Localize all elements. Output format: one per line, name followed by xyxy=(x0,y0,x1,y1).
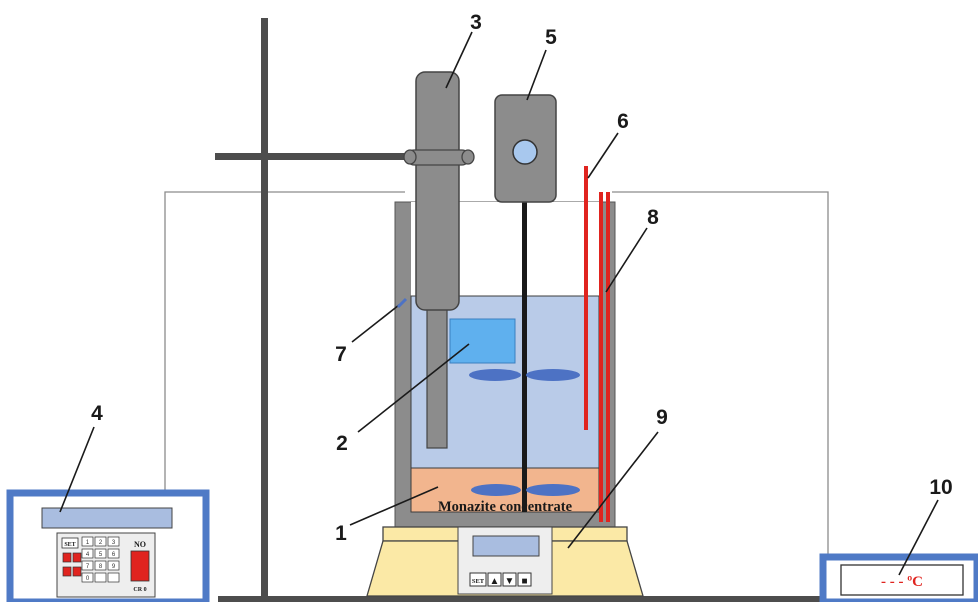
impeller-lower-right xyxy=(526,484,580,496)
leader-3 xyxy=(445,31,473,89)
controller-key-label: 5 xyxy=(99,552,103,558)
controller-key-label: 8 xyxy=(99,564,103,570)
clamp-knob-right xyxy=(461,149,475,165)
leader-6 xyxy=(587,132,619,179)
controller-set-label: SET xyxy=(64,542,75,548)
controller-number-keys: 1 2 3 4 5 6 7 8 9 0 xyxy=(81,536,120,583)
label-4: 4 xyxy=(91,402,103,425)
controller-key[interactable] xyxy=(81,536,94,547)
leader-5 xyxy=(526,49,547,101)
controller-key-label: 4 xyxy=(86,552,90,558)
hotplate-up-button[interactable] xyxy=(487,572,502,587)
impeller-upper-left xyxy=(469,369,521,381)
hotplate-stop-icon: ■ xyxy=(521,576,527,587)
controller-key-label: 6 xyxy=(112,552,116,558)
label-5: 5 xyxy=(545,26,557,49)
leader-4 xyxy=(59,426,95,513)
label-7: 7 xyxy=(335,343,347,366)
hotplate: SET ▲ ▼ ■ xyxy=(366,526,644,597)
number-labels: 3 5 6 8 7 2 4 1 9 10 xyxy=(91,11,953,545)
stirrer-shaft xyxy=(522,200,527,512)
controller-key-label: 1 xyxy=(86,540,90,546)
probe-stem xyxy=(426,304,448,449)
controller-key-label: 0 xyxy=(86,576,90,582)
label-10: 10 xyxy=(929,476,952,499)
temperature-sensors xyxy=(584,166,610,522)
leader-1 xyxy=(349,486,439,526)
slurry-label: Monazite concentrate xyxy=(438,499,573,515)
controller-no-label: NO xyxy=(134,540,146,549)
impeller-upper-right xyxy=(526,369,580,381)
label-6: 6 xyxy=(617,110,629,133)
impeller-lower-left xyxy=(471,484,521,496)
ph-probe xyxy=(403,71,475,449)
hotplate-down-icon: ▼ xyxy=(505,576,515,587)
controller-display xyxy=(41,507,173,529)
controller-key-label: 2 xyxy=(99,540,103,546)
controller-set-key[interactable] xyxy=(61,537,79,549)
hotplate-stop-button[interactable] xyxy=(517,572,532,587)
controller-key[interactable] xyxy=(107,572,120,583)
controller-key[interactable] xyxy=(107,548,120,559)
controller-red-keys xyxy=(62,552,82,577)
controller-key[interactable] xyxy=(81,548,94,559)
controller-key-label: 9 xyxy=(112,564,116,570)
controller-key[interactable] xyxy=(94,560,107,571)
controller-red-indicator xyxy=(130,550,150,582)
clamp-knob-left xyxy=(403,149,417,165)
hotplate-set-button[interactable] xyxy=(469,572,487,587)
leader-7 xyxy=(351,304,400,343)
thermocouple-2 xyxy=(606,192,610,522)
temperature-readout-box: - - - ºC xyxy=(819,553,978,602)
controller-red-key[interactable] xyxy=(72,566,82,577)
controller-box: SET 1 2 3 4 5 6 7 8 9 0 NO CR 0 xyxy=(6,489,210,602)
controller-key[interactable] xyxy=(81,572,94,583)
label-9: 9 xyxy=(656,406,668,429)
controller-key[interactable] xyxy=(94,572,107,583)
overhead-stirrer xyxy=(469,94,580,512)
label-1: 1 xyxy=(335,522,347,545)
controller-key[interactable] xyxy=(107,560,120,571)
hotplate-buttons: SET ▲ ▼ ■ xyxy=(469,572,532,587)
probe-body xyxy=(415,71,460,311)
controller-key-label: 3 xyxy=(112,540,116,546)
thermocouple-1 xyxy=(599,192,603,522)
controller-key[interactable] xyxy=(107,536,120,547)
label-8: 8 xyxy=(647,206,659,229)
hotplate-down-button[interactable] xyxy=(502,572,517,587)
controller-key-label: 7 xyxy=(86,564,90,570)
thermometer xyxy=(584,166,588,430)
pointer-7-arrow xyxy=(396,297,408,309)
controller-key[interactable] xyxy=(94,548,107,559)
leader-8 xyxy=(605,227,648,293)
clamp-arm xyxy=(215,153,415,160)
connection-wires xyxy=(164,191,829,557)
leader-9 xyxy=(567,431,659,549)
electrode-plate xyxy=(449,318,516,364)
hotplate-set-label: SET xyxy=(472,578,485,585)
stand-rod xyxy=(261,18,268,602)
controller-red-key[interactable] xyxy=(62,552,72,563)
leader-10 xyxy=(898,499,939,576)
stirrer-knob-icon xyxy=(512,139,538,165)
hotplate-up-icon: ▲ xyxy=(490,576,500,587)
controller-key[interactable] xyxy=(81,560,94,571)
hotplate-display xyxy=(472,535,540,557)
controller-red-key[interactable] xyxy=(62,566,72,577)
leader-2 xyxy=(357,343,470,433)
leader-lines xyxy=(59,31,939,576)
controller-key[interactable] xyxy=(94,536,107,547)
label-3: 3 xyxy=(470,11,482,34)
readout-value: - - - ºC xyxy=(881,574,923,590)
support-stand xyxy=(215,18,858,602)
controller-red-key[interactable] xyxy=(72,552,82,563)
label-2: 2 xyxy=(336,432,348,455)
stand-base xyxy=(218,596,858,602)
controller-cr-label: CR 0 xyxy=(133,587,146,593)
